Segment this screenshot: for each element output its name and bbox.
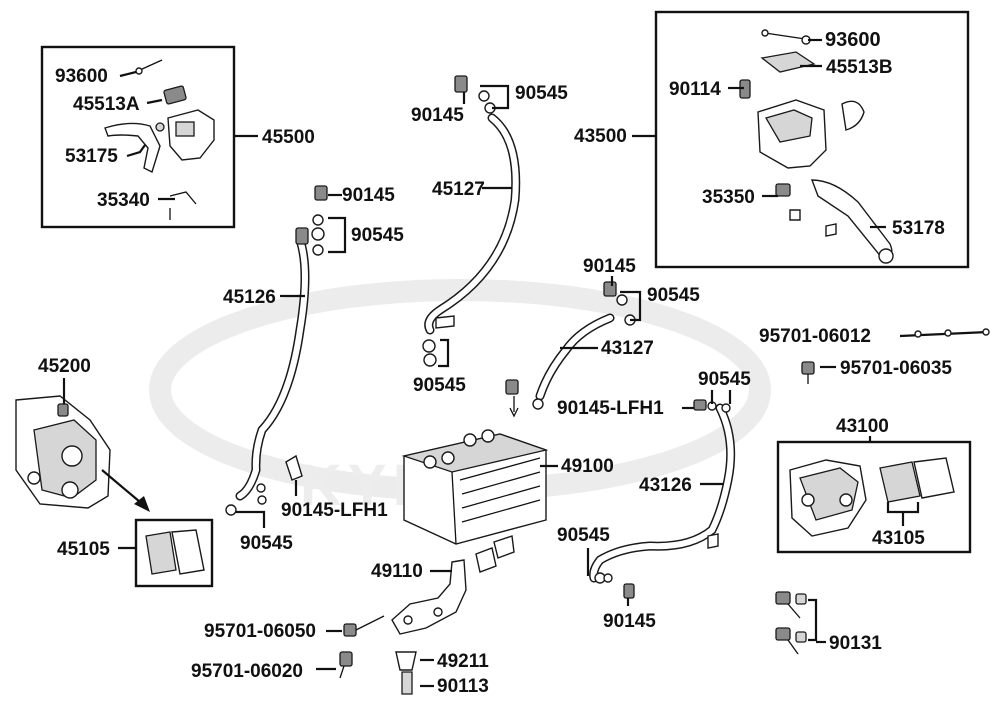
label-35340: 35340 <box>97 190 150 211</box>
label-90114: 90114 <box>669 79 721 100</box>
label-45105: 45105 <box>57 539 110 560</box>
hose-43127-leaders <box>509 276 642 418</box>
label-45513B: 45513B <box>826 57 893 78</box>
right-group-leaders <box>632 38 886 229</box>
label-49110: 49110 <box>371 561 423 582</box>
label-95701-06050: 95701-06050 <box>204 621 316 642</box>
caliper-45200 <box>15 378 111 509</box>
bolts-90131 <box>775 591 826 655</box>
group-box-43100 <box>776 440 972 554</box>
left-group-leaders <box>119 70 258 201</box>
caliper-to-pads-arrow <box>101 469 150 512</box>
abs-unit-49100 <box>401 429 558 545</box>
label-90545-right: 90545 <box>698 369 751 390</box>
label-90545-hose-126: 90545 <box>351 225 404 246</box>
label-90545-left-bottom: 90545 <box>240 533 293 554</box>
label-53178: 53178 <box>892 218 945 239</box>
label-90113: 90113 <box>437 676 489 697</box>
label-90545-hose: 90545 <box>413 375 466 396</box>
grommet-49211-and-collar-90113 <box>395 651 434 695</box>
label-95701-06020: 95701-06020 <box>191 661 303 682</box>
label-49100: 49100 <box>561 456 614 477</box>
brake-pads-43105 <box>879 457 955 526</box>
label-43127: 43127 <box>601 338 654 359</box>
label-45500: 45500 <box>262 127 315 148</box>
label-43105: 43105 <box>872 528 925 549</box>
label-95701-06012: 95701-06012 <box>759 326 871 347</box>
label-45126: 45126 <box>223 287 276 308</box>
label-90545-top: 90545 <box>515 83 568 104</box>
hose-45127-leaders <box>438 84 512 368</box>
bolt-95701-06035 <box>801 361 836 384</box>
left-master-cylinder-parts <box>104 59 215 220</box>
hose-43126 <box>589 399 736 599</box>
bolt-95701-06050 <box>326 615 385 637</box>
label-90145-LFH1-right: 90145-LFH1 <box>557 398 664 419</box>
label-90145-bottom: 90145 <box>603 611 656 632</box>
label-53175: 53175 <box>65 146 118 167</box>
hose-43127 <box>505 281 636 410</box>
label-95701-06035: 95701-06035 <box>840 358 952 379</box>
right-master-cylinder-parts <box>739 29 894 264</box>
label-90145-LFH1-left: 90145-LFH1 <box>281 500 388 521</box>
group-box-43500 <box>654 10 970 269</box>
hose-43126-leaders <box>586 390 732 606</box>
label-45513A: 45513A <box>73 94 140 115</box>
label-90145-top: 90145 <box>411 105 464 126</box>
bolt-95701-06012 <box>899 328 990 338</box>
caliper-43100 <box>789 436 872 537</box>
label-35350: 35350 <box>702 187 755 208</box>
bolt-95701-06020 <box>316 651 353 679</box>
hose-45126-leaders <box>236 193 347 528</box>
hose-45127 <box>422 75 521 367</box>
label-93600-right: 93600 <box>825 29 881 51</box>
label-90545-bottom-right: 90545 <box>557 525 610 546</box>
label-43500: 43500 <box>574 126 627 147</box>
label-45127: 45127 <box>432 179 485 200</box>
hose-45126 <box>225 185 328 516</box>
label-90131: 90131 <box>829 633 882 654</box>
label-90145-hose: 90145 <box>342 185 395 206</box>
bracket-49110 <box>391 535 515 635</box>
label-49211: 49211 <box>437 651 489 672</box>
group-box-45105 <box>134 518 214 588</box>
label-90545-mid: 90545 <box>647 285 700 306</box>
label-43126: 43126 <box>639 475 692 496</box>
label-90145-mid: 90145 <box>583 256 636 277</box>
label-93600-left: 93600 <box>55 66 108 87</box>
label-43100: 43100 <box>836 416 889 437</box>
brake-pads-45105 <box>118 529 205 575</box>
label-45200: 45200 <box>38 356 91 377</box>
